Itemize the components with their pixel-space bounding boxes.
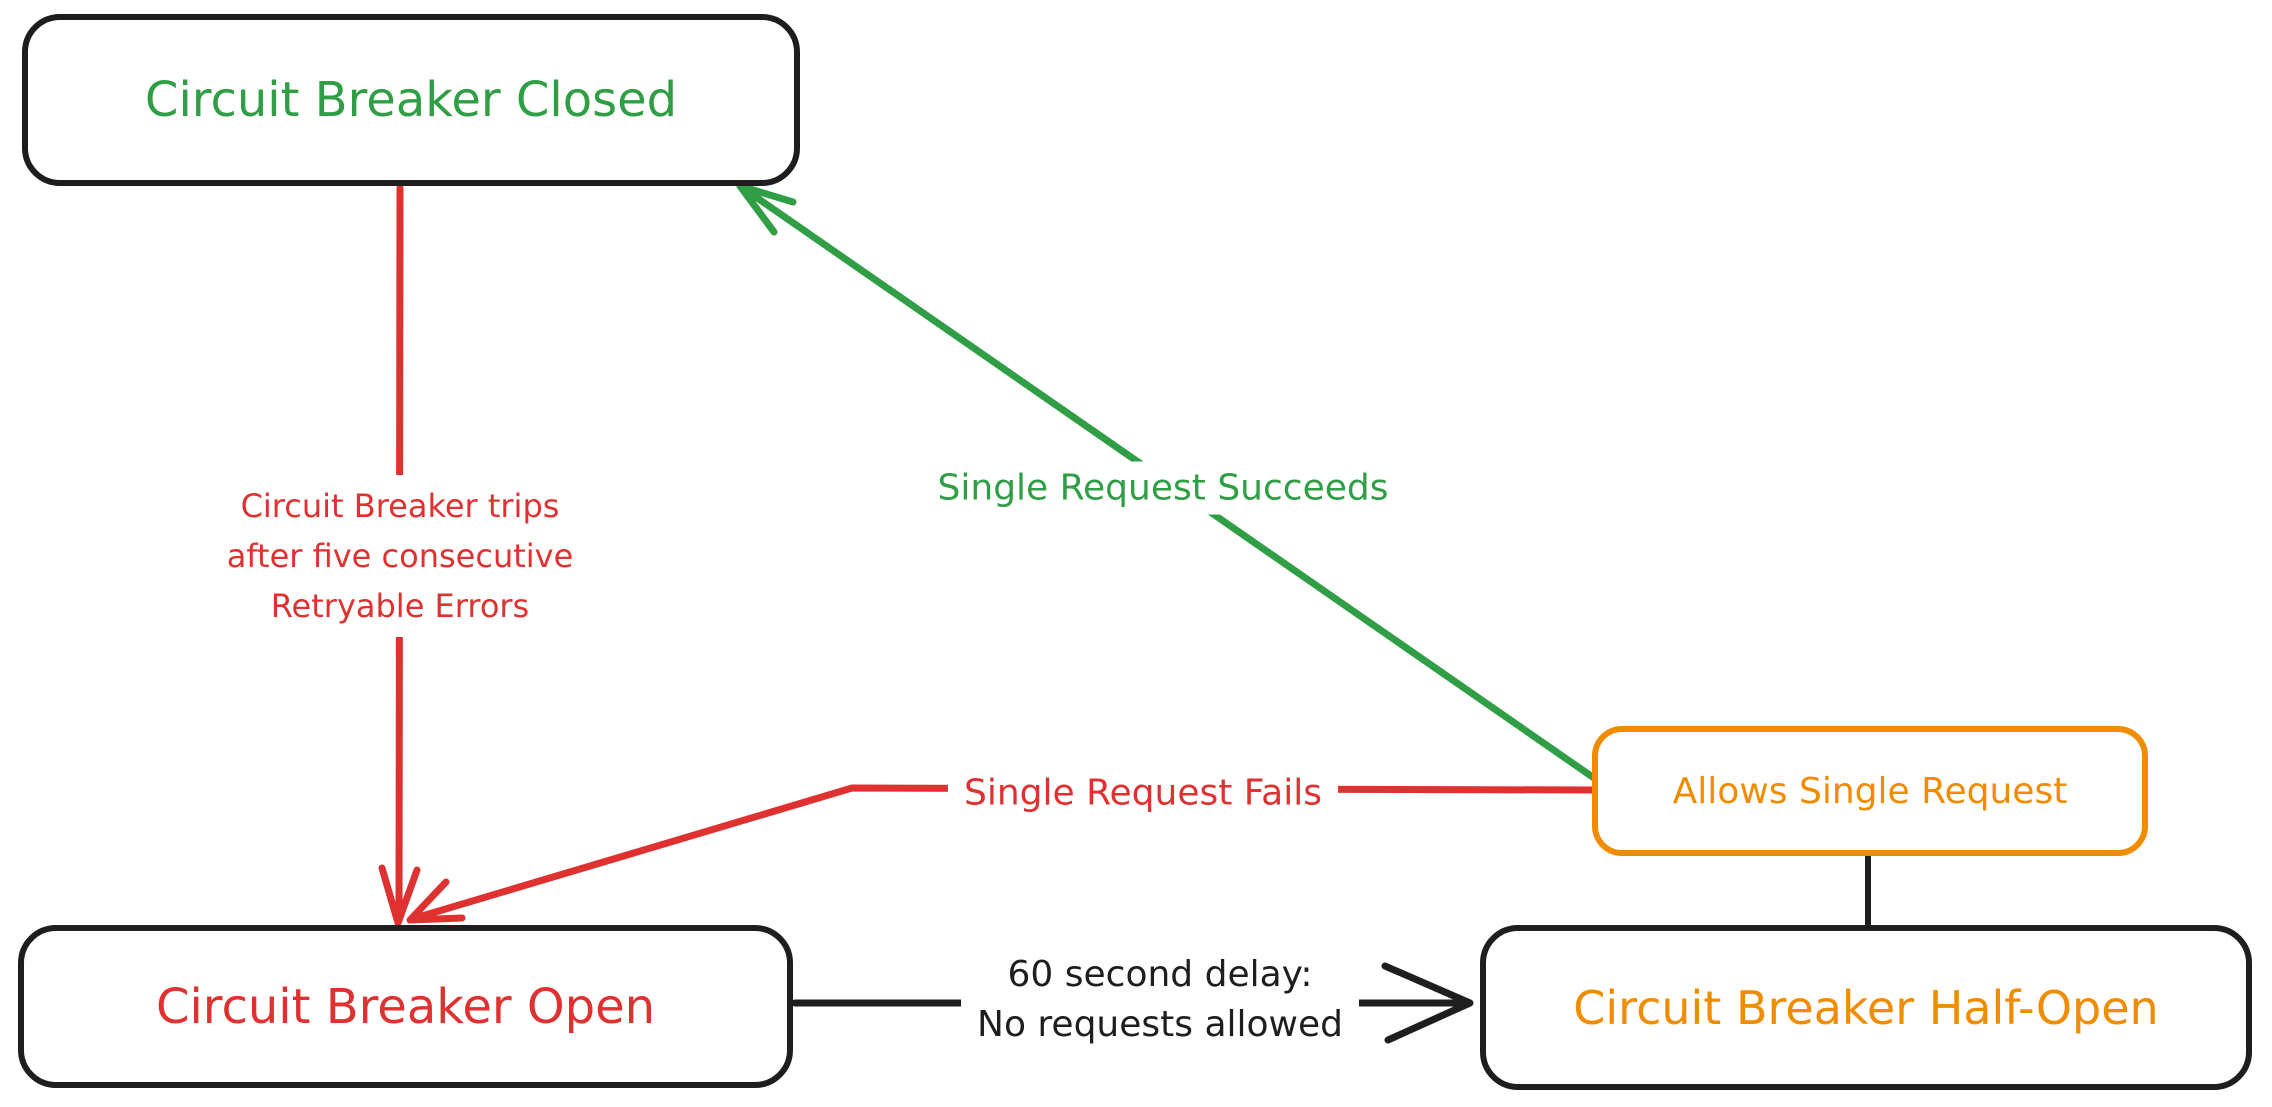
edge-label-trips-line1: Circuit Breaker trips bbox=[240, 487, 560, 525]
edge-delay-arrowhead bbox=[1381, 962, 1474, 1044]
edge-label-trips: Circuit Breaker trips after five consecu… bbox=[210, 475, 590, 637]
node-allows-single-request: Allows Single Request bbox=[1592, 726, 2148, 856]
node-circuit-breaker-half-open: Circuit Breaker Half-Open bbox=[1480, 925, 2252, 1090]
node-circuit-breaker-open: Circuit Breaker Open bbox=[18, 925, 793, 1088]
edge-label-delay-line2: No requests allowed bbox=[977, 1004, 1343, 1045]
edge-trips-arrowhead bbox=[378, 864, 421, 927]
edge-label-delay: 60 second delay: No requests allowed bbox=[961, 944, 1359, 1056]
edge-label-succeeds: Single Request Succeeds bbox=[921, 461, 1405, 515]
node-label-half-open: Circuit Breaker Half-Open bbox=[1573, 980, 2159, 1035]
edge-label-fails: Single Request Fails bbox=[947, 766, 1339, 820]
node-label-open: Circuit Breaker Open bbox=[155, 978, 656, 1035]
edge-label-delay-line1: 60 second delay: bbox=[1007, 954, 1313, 995]
node-label-closed: Circuit Breaker Closed bbox=[144, 72, 678, 128]
edge-succeeds-arrowhead bbox=[736, 182, 797, 236]
edge-label-trips-line3: Retryable Errors bbox=[270, 587, 530, 625]
edge-label-trips-line2: after five consecutive bbox=[226, 537, 574, 575]
edge-fails-arrowhead bbox=[406, 878, 466, 924]
node-label-allows: Allows Single Request bbox=[1672, 770, 2068, 812]
edge-fails-line bbox=[408, 784, 1598, 923]
node-circuit-breaker-closed: Circuit Breaker Closed bbox=[22, 14, 800, 186]
